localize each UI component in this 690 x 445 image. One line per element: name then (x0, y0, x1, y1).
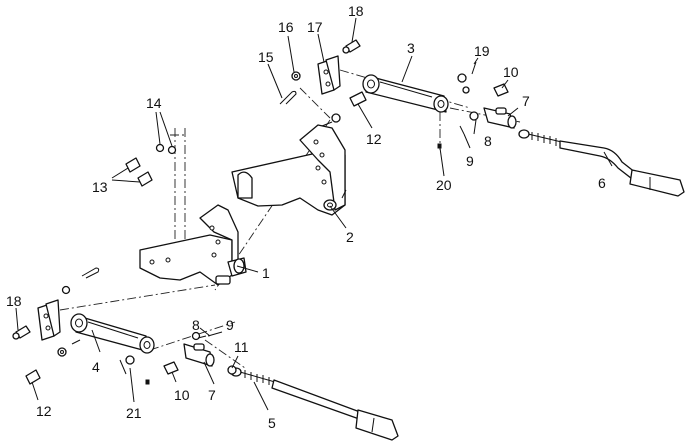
callout-10-upper: 10 (503, 64, 519, 80)
callout-18-lower: 18 (6, 293, 22, 309)
upper-mount-bracket (231, 124, 347, 216)
callout-13: 13 (92, 179, 108, 195)
lower-clevis-bracket (37, 299, 61, 341)
callout-8-upper: 8 (484, 133, 492, 149)
lower-trunnion (183, 343, 215, 367)
callout-6: 6 (598, 175, 606, 191)
lower-lift-rod (230, 367, 399, 441)
upper-clevis-bracket (317, 55, 341, 95)
callout-19: 19 (474, 43, 490, 59)
upper-trunnion (483, 107, 517, 129)
callout-5: 5 (268, 415, 276, 431)
callout-10-lower: 10 (174, 387, 190, 403)
callout-20: 20 (436, 177, 452, 193)
upper-lift-rod (518, 129, 685, 197)
callout-8-lower: 8 (192, 317, 200, 333)
callout-18-upper: 18 (348, 3, 364, 19)
lower-mount-bracket (139, 204, 247, 286)
callout-17: 17 (307, 19, 323, 35)
callout-16: 16 (278, 19, 294, 35)
callout-9-lower: 9 (226, 317, 234, 333)
callout-1: 1 (262, 265, 270, 281)
callout-9-upper: 9 (466, 153, 474, 169)
callout-12-upper: 12 (366, 131, 382, 147)
hardware (12, 39, 509, 385)
callout-12-lower: 12 (36, 403, 52, 419)
callout-2: 2 (346, 229, 354, 245)
callout-7-lower: 7 (208, 387, 216, 403)
callout-14: 14 (146, 95, 162, 111)
callout-labels: 1 2 3 4 5 6 7 7 8 8 9 9 10 10 11 12 12 1… (6, 3, 606, 431)
callout-4: 4 (92, 359, 100, 375)
callout-15: 15 (258, 49, 274, 65)
callout-21: 21 (126, 405, 142, 421)
upper-lift-arm (362, 74, 449, 113)
callout-3: 3 (407, 40, 415, 56)
callout-11: 11 (234, 339, 249, 355)
leader-lines (15, 17, 613, 411)
lower-lift-arm (70, 313, 155, 354)
callout-7-upper: 7 (522, 93, 530, 109)
alignment-lines (59, 69, 521, 369)
